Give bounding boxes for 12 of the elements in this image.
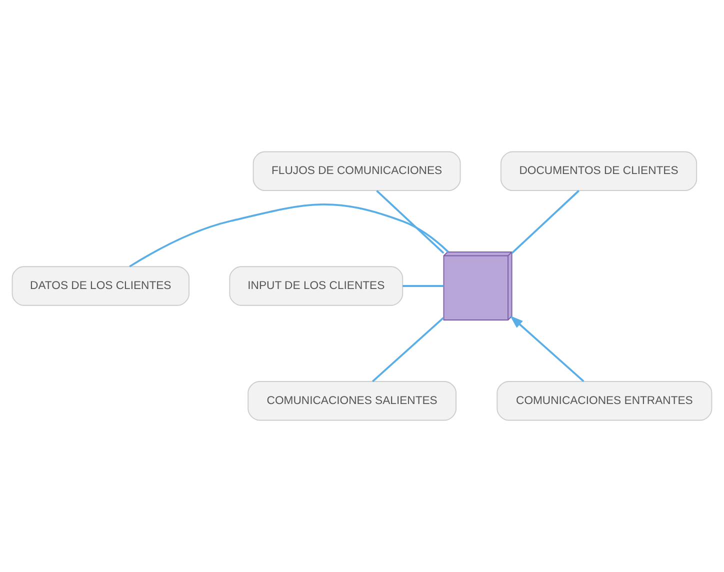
node-box: DOCUMENTOS DE CLIENTES <box>500 151 698 191</box>
node-box: COMUNICACIONES ENTRANTES <box>496 381 712 421</box>
connector <box>129 204 449 268</box>
connector <box>402 285 444 287</box>
connector <box>376 190 444 254</box>
connector <box>372 317 444 382</box>
connector <box>511 190 580 254</box>
node-box: INPUT DE LOS CLIENTES <box>229 266 404 306</box>
node-box: FLUJOS DE COMUNICACIONES <box>252 151 461 191</box>
node-box: COMUNICACIONES SALIENTES <box>248 381 457 421</box>
arrow <box>510 316 584 382</box>
node-box: DATOS DE LOS CLIENTES <box>12 266 190 306</box>
